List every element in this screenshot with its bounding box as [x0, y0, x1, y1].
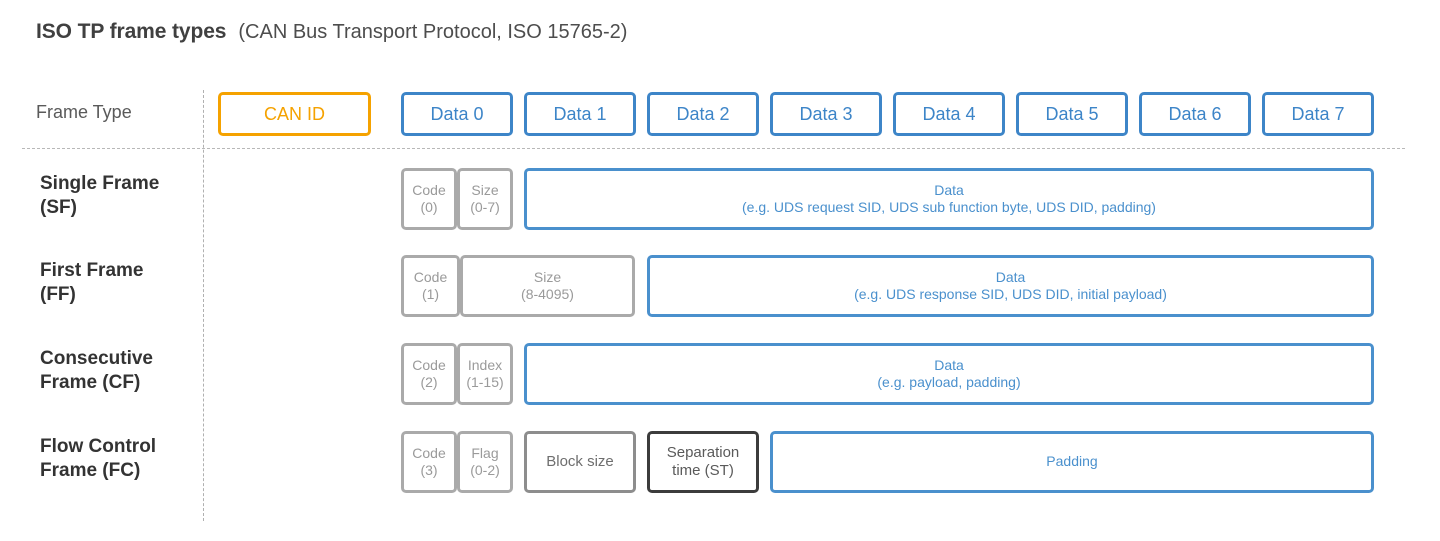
header-box-can-id: CAN ID	[218, 92, 371, 136]
cell-text-line1: Data	[934, 356, 964, 373]
cell-text-line2: (e.g. UDS response SID, UDS DID, initial…	[854, 286, 1167, 302]
row-label-line2: (FF)	[40, 284, 76, 306]
cell-text-line1: Flag	[471, 444, 499, 461]
cell-text-line1: Index	[467, 356, 503, 373]
cell-text-line1: Block size	[546, 452, 614, 470]
cell-text-line1: Padding	[1046, 453, 1098, 470]
cell-text-line2: (2)	[420, 374, 438, 390]
row-label-1: First Frame (FF)	[40, 259, 205, 308]
header-box-data-1: Data 1	[524, 92, 636, 136]
row-label-line1: Flow Control	[40, 436, 157, 457]
cell-size-row-1: Size(8-4095)	[460, 255, 635, 317]
cell-code-row-2: Code(2)	[401, 343, 457, 405]
cell-text-line2: (0-7)	[470, 199, 500, 215]
vertical-dashed-divider	[203, 90, 204, 521]
header-box-data-2: Data 2	[647, 92, 759, 136]
cell-text-line2: (1-15)	[466, 374, 504, 390]
cell-text-line2: (e.g. payload, padding)	[877, 374, 1021, 390]
cell-size-row-0: Size(0-7)	[457, 168, 513, 230]
row-label-line2: Frame (FC)	[40, 460, 141, 482]
cell-text-line2: (1)	[421, 286, 440, 302]
cell-index-row-2: Index(1-15)	[457, 343, 513, 405]
page-title: ISO TP frame types (CAN Bus Transport Pro…	[36, 20, 627, 44]
header-box-data-6: Data 6	[1139, 92, 1251, 136]
row-label-line1: Consecutive	[40, 348, 153, 369]
horizontal-dashed-divider	[22, 148, 1405, 149]
cell-text-line1: Separation	[666, 443, 740, 461]
cell-data-row-1: Data(e.g. UDS response SID, UDS DID, ini…	[647, 255, 1374, 317]
cell-text-line1: Code	[413, 268, 448, 285]
title-subtitle: (CAN Bus Transport Protocol, ISO 15765-2…	[238, 21, 628, 43]
cell-text-line2: time (ST)	[672, 462, 734, 479]
cell-text-line1: Code	[412, 356, 446, 373]
header-box-data-4: Data 4	[893, 92, 1005, 136]
cell-text-line1: Code	[412, 444, 446, 461]
cell-code-row-0: Code(0)	[401, 168, 457, 230]
cell-text-line2: (3)	[420, 462, 438, 478]
header-box-data-3: Data 3	[770, 92, 882, 136]
header-box-data-0: Data 0	[401, 92, 513, 136]
cell-data-row-0: Data(e.g. UDS request SID, UDS sub funct…	[524, 168, 1374, 230]
header-box-data-5: Data 5	[1016, 92, 1128, 136]
cell-padding-row-3: Padding	[770, 431, 1374, 493]
frame-type-column-header: Frame Type	[36, 102, 132, 122]
title-main: ISO TP frame types	[36, 20, 227, 43]
header-box-data-7: Data 7	[1262, 92, 1374, 136]
cell-text-line1: Size	[471, 181, 499, 198]
cell-code-row-1: Code(1)	[401, 255, 460, 317]
cell-text-line1: Data	[995, 268, 1026, 285]
cell-data-row-2: Data(e.g. payload, padding)	[524, 343, 1374, 405]
cell-flag-row-3: Flag(0-2)	[457, 431, 513, 493]
cell-block-size-row-3: Block size	[524, 431, 636, 493]
row-label-0: Single Frame (SF)	[40, 172, 205, 221]
row-label-line2: Frame (CF)	[40, 372, 141, 394]
cell-text-line2: (8-4095)	[521, 286, 574, 302]
cell-text-line1: Data	[934, 181, 964, 198]
cell-text-line1: Size	[533, 268, 562, 285]
cell-text-line2: (0)	[420, 199, 438, 215]
cell-text-line2: (e.g. UDS request SID, UDS sub function …	[742, 199, 1156, 215]
cell-code-row-3: Code(3)	[401, 431, 457, 493]
row-label-line2: (SF)	[40, 197, 77, 219]
cell-text-line1: Code	[412, 181, 446, 198]
cell-text-line2: (0-2)	[470, 462, 500, 478]
row-label-line1: First Frame	[40, 260, 144, 281]
row-label-line1: Single Frame	[40, 173, 160, 194]
